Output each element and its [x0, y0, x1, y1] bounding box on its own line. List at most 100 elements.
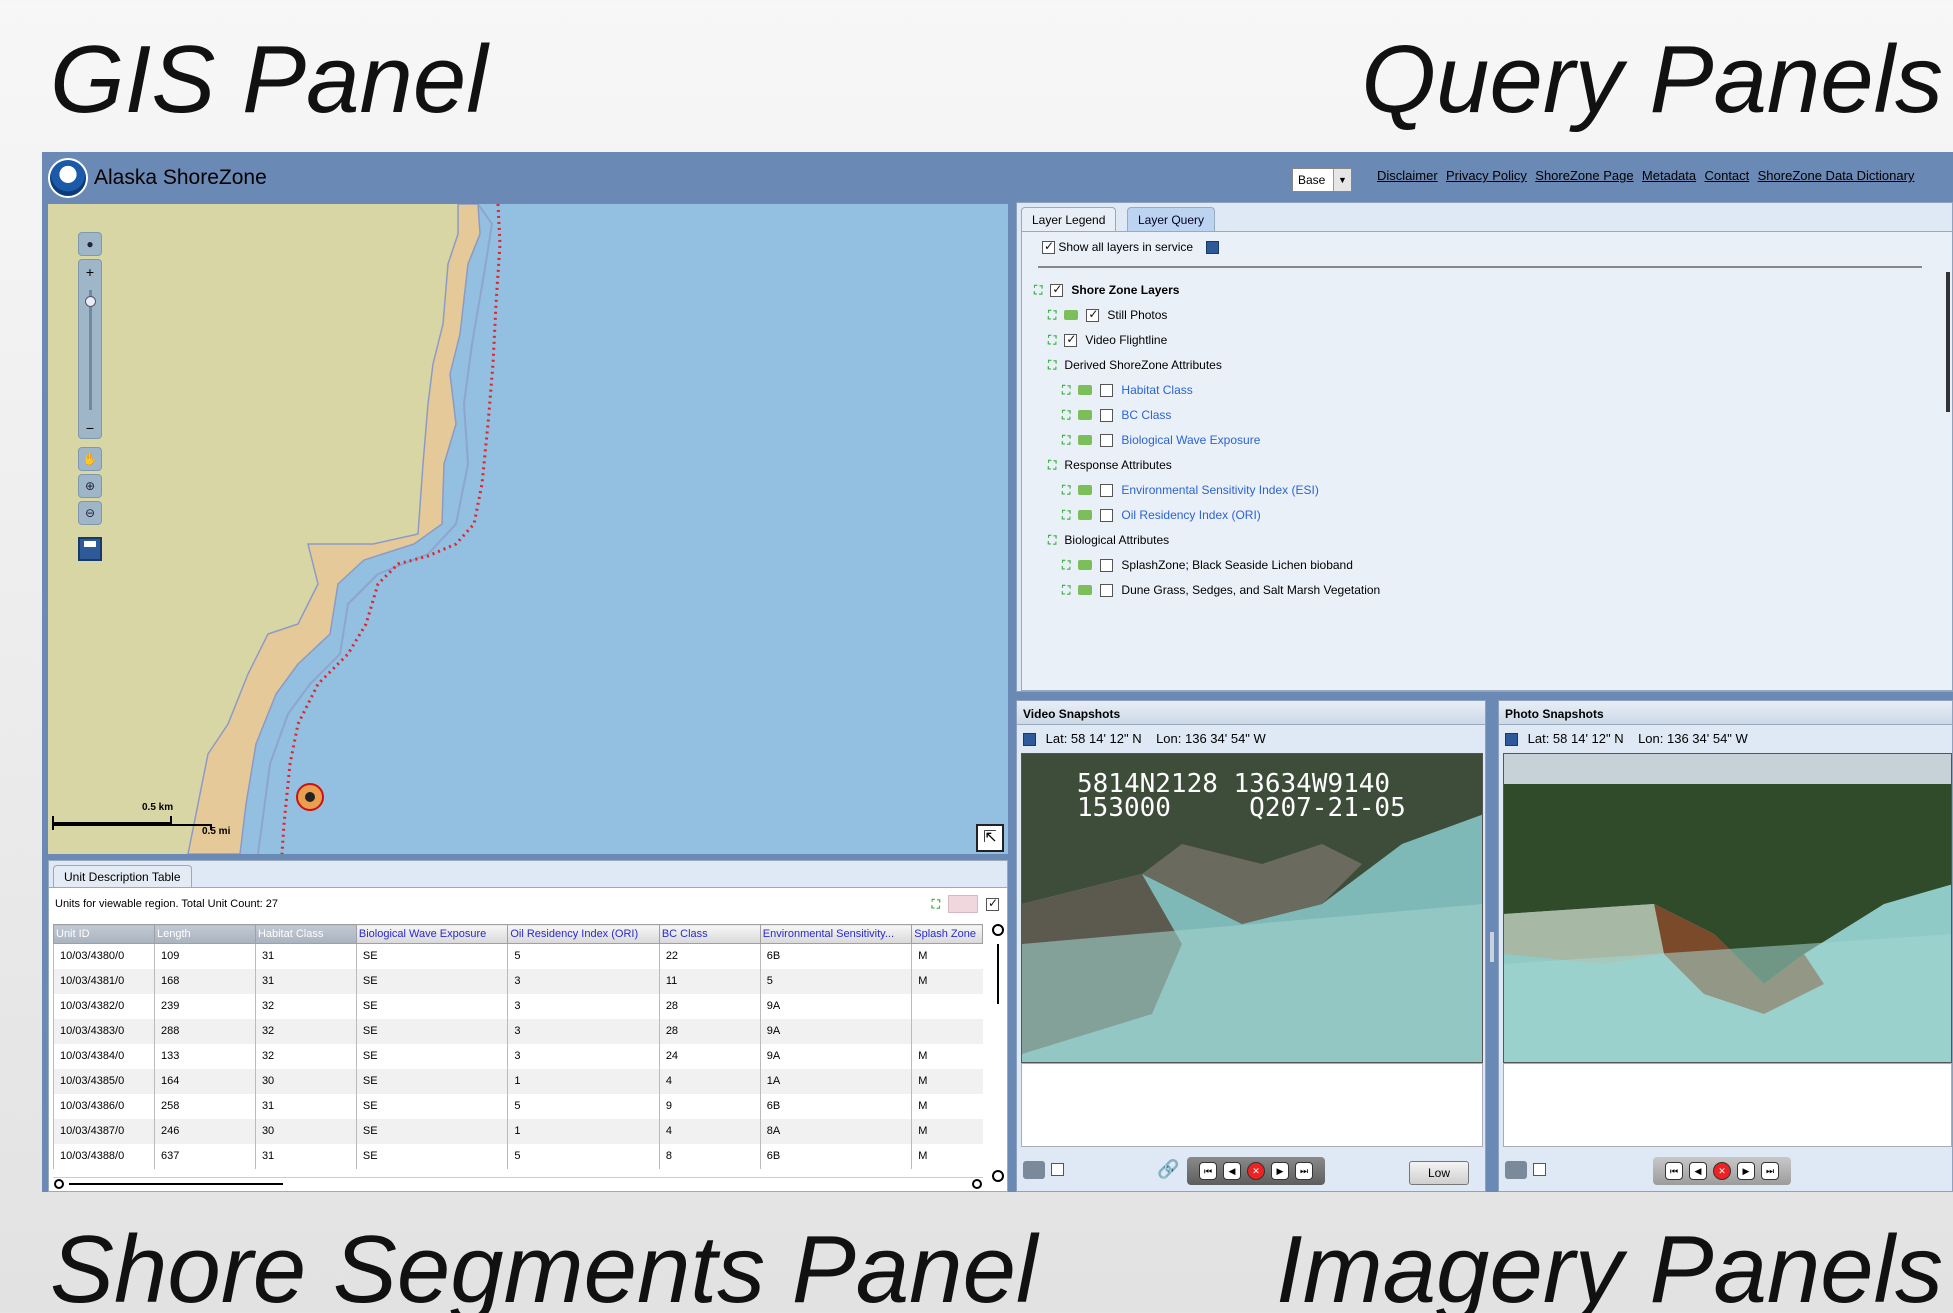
previous-frame-icon[interactable]: ◀ — [1223, 1162, 1241, 1180]
next-frame-icon[interactable]: ▶ — [1737, 1162, 1755, 1180]
expand-icon[interactable]: ⛶ — [931, 896, 940, 911]
horizontal-scrollbar[interactable] — [53, 1177, 983, 1189]
expand-icon[interactable]: ⛶ — [1048, 357, 1057, 372]
layer-checkbox[interactable] — [1086, 307, 1100, 322]
layer-item[interactable]: ⛶ Oil Residency Index (ORI) — [1062, 505, 1261, 525]
column-header[interactable]: Splash Zone — [911, 924, 983, 944]
zoom-in-magnifier-icon[interactable]: ⊕ — [78, 474, 102, 498]
expand-icon[interactable]: ⛶ — [1062, 382, 1071, 397]
layer-item[interactable]: ⛶Shore Zone Layers — [1034, 280, 1179, 300]
column-header[interactable]: Habitat Class — [254, 924, 357, 944]
expand-icon[interactable]: ⛶ — [1048, 307, 1057, 322]
map-canvas[interactable] — [48, 204, 1008, 854]
layer-label[interactable]: Habitat Class — [1121, 383, 1193, 397]
zoom-out-icon[interactable]: − — [85, 420, 95, 436]
link-privacy-policy[interactable]: Privacy Policy — [1446, 168, 1527, 183]
zoom-out-magnifier-icon[interactable]: ⊖ — [78, 501, 102, 525]
layer-item[interactable]: ⛶Video Flightline — [1048, 330, 1167, 350]
link-shorezone-page[interactable]: ShoreZone Page — [1535, 168, 1634, 183]
column-header[interactable]: Environmental Sensitivity... — [759, 924, 913, 944]
expand-icon[interactable]: ⛶ — [1062, 432, 1071, 447]
expand-icon[interactable]: ⛶ — [1062, 407, 1071, 422]
save-icon[interactable] — [78, 537, 102, 561]
tab-layer-query[interactable]: Layer Query — [1127, 207, 1216, 231]
stop-icon[interactable]: ✕ — [1247, 1162, 1265, 1180]
tab-unit-description[interactable]: Unit Description Table — [53, 865, 192, 887]
camera-icon[interactable] — [1023, 1161, 1045, 1179]
layer-label[interactable]: Biological Wave Exposure — [1121, 433, 1261, 447]
layer-item[interactable]: ⛶ Biological Wave Exposure — [1062, 430, 1260, 450]
layer-checkbox[interactable] — [1100, 408, 1114, 422]
chevron-down-icon[interactable]: ▼ — [1333, 169, 1351, 191]
photo-sync-checkbox[interactable] — [1533, 1163, 1546, 1176]
zoom-in-icon[interactable]: + — [85, 264, 95, 280]
expand-icon[interactable]: ⛶ — [1062, 507, 1071, 522]
vertical-scrollbar[interactable] — [991, 924, 1005, 1184]
zoom-track[interactable] — [89, 290, 92, 410]
layer-label[interactable]: Environmental Sensitivity Index (ESI) — [1121, 483, 1319, 497]
last-frame-icon[interactable]: ⏭ — [1761, 1162, 1779, 1180]
layer-label[interactable]: BC Class — [1121, 408, 1172, 422]
expand-icon[interactable]: ⛶ — [1048, 457, 1057, 472]
unit-table-checkbox[interactable] — [986, 896, 999, 911]
link-data-dictionary[interactable]: ShoreZone Data Dictionary — [1757, 168, 1915, 183]
globe-icon[interactable]: ● — [78, 232, 102, 256]
next-frame-icon[interactable]: ▶ — [1271, 1162, 1289, 1180]
vertical-scrollbar[interactable] — [1946, 272, 1950, 412]
layer-item[interactable]: ⛶ Environmental Sensitivity Index (ESI) — [1062, 480, 1319, 500]
tab-layer-legend[interactable]: Layer Legend — [1021, 207, 1117, 231]
gis-map[interactable]: ● + − ✋ ⊕ ⊖ 0.5 km 0.5 mi ⇱ — [48, 204, 1008, 854]
expand-icon[interactable]: ⛶ — [1048, 332, 1057, 347]
expand-icon[interactable]: ⛶ — [1034, 282, 1043, 297]
expand-icon[interactable]: ⛶ — [1048, 532, 1057, 547]
first-frame-icon[interactable]: ⏮ — [1665, 1162, 1683, 1180]
first-frame-icon[interactable]: ⏮ — [1199, 1162, 1217, 1180]
link-metadata[interactable]: Metadata — [1641, 168, 1697, 183]
layer-item[interactable]: ⛶ Habitat Class — [1062, 380, 1193, 400]
layer-item[interactable]: ⛶Response Attributes — [1048, 455, 1172, 475]
highlight-swatch[interactable] — [948, 895, 978, 913]
stop-icon[interactable]: ✕ — [1713, 1162, 1731, 1180]
zoom-slider[interactable]: + − — [78, 259, 102, 439]
expand-icon[interactable]: ⛶ — [1062, 482, 1071, 497]
basemap-select[interactable]: Base ▼ — [1292, 168, 1352, 192]
column-header[interactable]: Length — [153, 924, 256, 944]
layer-item[interactable]: ⛶Biological Attributes — [1048, 530, 1169, 550]
layer-checkbox[interactable] — [1050, 282, 1064, 297]
column-header[interactable]: BC Class — [658, 924, 761, 944]
column-header[interactable]: Oil Residency Index (ORI) — [507, 924, 660, 944]
zoom-thumb[interactable] — [85, 296, 96, 307]
layer-checkbox[interactable] — [1100, 433, 1114, 447]
layer-item[interactable]: ⛶Still Photos — [1048, 305, 1167, 325]
link-disclaimer[interactable]: Disclaimer — [1377, 168, 1438, 183]
expand-icon[interactable]: ⛶ — [1062, 557, 1071, 572]
layer-checkbox[interactable] — [1100, 508, 1114, 522]
layer-checkbox[interactable] — [1100, 483, 1114, 497]
expand-map-icon[interactable]: ⇱ — [976, 824, 1004, 852]
previous-frame-icon[interactable]: ◀ — [1689, 1162, 1707, 1180]
link-icon[interactable]: 🔗 — [1157, 1159, 1180, 1179]
layer-item[interactable]: ⛶Derived ShoreZone Attributes — [1048, 355, 1222, 375]
link-contact[interactable]: Contact — [1704, 168, 1750, 183]
layer-item[interactable]: ⛶SplashZone; Black Seaside Lichen bioban… — [1062, 555, 1353, 575]
layer-item[interactable]: ⛶Dune Grass, Sedges, and Salt Marsh Vege… — [1062, 580, 1380, 600]
save-icon[interactable] — [1206, 241, 1220, 255]
panel-splitter[interactable] — [1490, 932, 1494, 962]
camera-icon[interactable] — [1505, 1161, 1527, 1179]
last-frame-icon[interactable]: ⏭ — [1295, 1162, 1313, 1180]
video-quality-button[interactable]: Low — [1409, 1161, 1469, 1185]
layer-checkbox[interactable] — [1100, 583, 1114, 597]
layer-label[interactable]: Oil Residency Index (ORI) — [1121, 508, 1261, 522]
column-header[interactable]: Biological Wave Exposure — [355, 924, 509, 944]
pan-hand-icon[interactable]: ✋ — [78, 447, 102, 471]
layer-checkbox[interactable] — [1100, 558, 1114, 572]
video-sync-checkbox[interactable] — [1051, 1163, 1064, 1176]
